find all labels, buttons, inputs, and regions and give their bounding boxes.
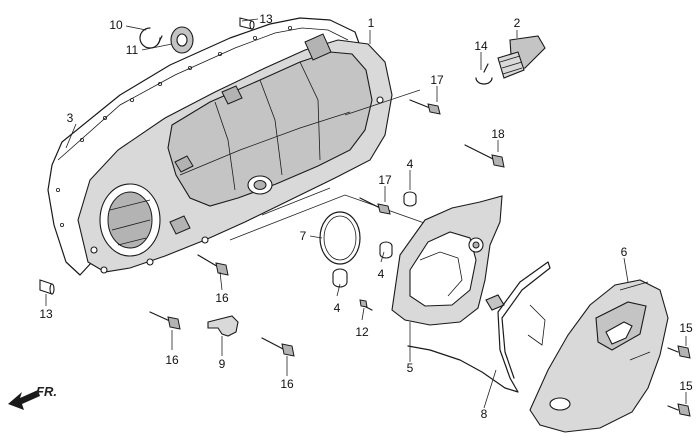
bolt-16-lower-left [149,311,181,330]
bolt-16-upper [197,254,229,276]
callout-5: 5 [407,361,414,375]
callout-14: 14 [474,39,488,53]
collar-4-middle [379,241,393,259]
inlet-duct [497,35,546,79]
callout-7: 7 [300,229,307,243]
callout-18: 18 [491,127,505,141]
callout-4c: 4 [334,301,341,315]
callout-8: 8 [481,407,488,421]
callout-13b: 13 [39,307,53,321]
hose-clip [475,63,493,85]
dowel-pin-lower [39,279,55,295]
callout-2: 2 [514,16,521,30]
callout-16c: 16 [280,377,294,391]
callout-12: 12 [355,325,369,339]
outer-cover [529,279,669,433]
callout-4b: 4 [378,267,385,281]
bolt-16-lower-right [261,337,295,357]
callout-6: 6 [621,245,628,259]
callout-4a: 4 [407,157,414,171]
bolt-15-upper [667,345,691,359]
callout-13a: 13 [259,12,273,26]
callout-17a: 17 [430,73,444,87]
collar-4-lower [332,268,348,288]
callout-15a: 15 [679,321,693,335]
screw-12 [359,299,373,311]
callout-16a: 16 [215,291,229,305]
front-label: FR. [36,384,57,399]
callout-1: 1 [368,16,375,30]
collar-4-upper [403,191,417,207]
leader-lines [45,18,687,409]
bolt-18 [464,144,505,168]
cover-seal [407,261,551,393]
snap-ring [139,27,161,49]
callout-9: 9 [219,357,226,371]
callout-11: 11 [126,43,139,57]
callouts: 1 2 3 4 4 4 5 6 7 8 9 10 11 12 13 13 14 … [39,12,693,421]
callout-16b: 16 [165,353,179,367]
bolt-15-lower [667,403,691,417]
bolt-17-upper [409,99,441,115]
gasket-bolt-holes [56,25,292,227]
o-ring [319,211,361,265]
bearing [170,26,194,54]
front-arrow-icon [8,390,40,410]
callout-17b: 17 [378,173,392,187]
front-direction-indicator: FR. [8,384,57,410]
bracket [207,315,239,337]
callout-15b: 15 [679,379,693,393]
callout-10: 10 [109,18,123,32]
inner-cover [391,195,505,326]
callout-3: 3 [67,111,74,125]
bolt-17-middle [359,197,391,215]
left-crankcase-cover [77,33,393,274]
